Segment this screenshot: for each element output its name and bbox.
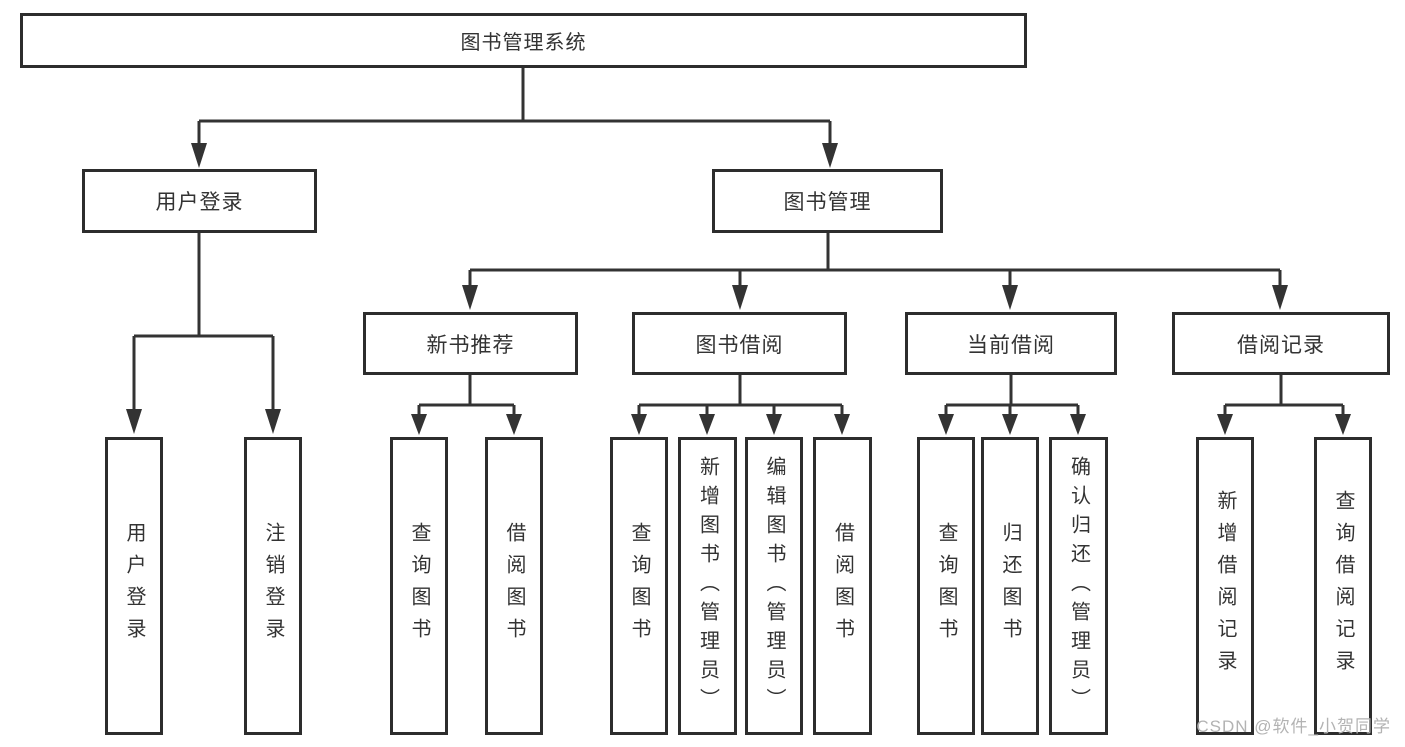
leaf-label: 借阅图书: [831, 522, 854, 650]
arrowheads: [126, 143, 1351, 435]
leaf-add-borrow-record: 新增借阅记录: [1196, 437, 1254, 735]
node-root: 图书管理系统: [20, 13, 1027, 68]
node-label: 图书借阅: [695, 333, 784, 357]
node-label: 借阅记录: [1237, 333, 1325, 357]
leaf-add-book-admin: 新增图书（管理员）: [678, 437, 737, 735]
leaf-label: 注销登录: [262, 522, 284, 650]
leaf-label: 查询图书: [408, 522, 430, 650]
node-label: 图书管理: [783, 191, 872, 214]
csdn-watermark: CSDN @软件_小贺同学: [1196, 717, 1391, 736]
leaf-borrow-books-2: 借阅图书: [813, 437, 872, 735]
leaf-label: 查询图书: [935, 522, 957, 650]
node-new-book-recommend: 新书推荐: [363, 312, 578, 375]
leaf-query-books-1: 查询图书: [390, 437, 448, 735]
node-book-borrow: 图书借阅: [632, 312, 847, 375]
leaf-logout: 注销登录: [244, 437, 302, 735]
leaf-borrow-books-1: 借阅图书: [485, 437, 543, 735]
leaf-confirm-return-admin: 确认归还（管理员）: [1049, 437, 1108, 735]
connector-path: [132, 68, 1345, 416]
leaf-edit-book-admin: 编辑图书（管理员）: [745, 437, 803, 735]
node-label: 当前借阅: [967, 333, 1055, 357]
leaf-user-login: 用户登录: [105, 437, 163, 735]
leaf-label: 归还图书: [999, 522, 1021, 650]
leaf-label: 编辑图书（管理员）: [763, 455, 785, 717]
leaf-return-book: 归还图书: [981, 437, 1039, 735]
node-borrow-records: 借阅记录: [1172, 312, 1390, 375]
node-book-mgmt-branch: 图书管理: [712, 169, 943, 233]
leaf-label: 用户登录: [123, 522, 145, 650]
leaf-label: 查询借阅记录: [1332, 490, 1354, 682]
node-root-label: 图书管理系统: [460, 32, 587, 54]
leaf-query-books-2: 查询图书: [610, 437, 668, 735]
node-user-login-branch: 用户登录: [82, 169, 317, 233]
node-label: 用户登录: [155, 191, 244, 214]
leaf-query-books-3: 查询图书: [917, 437, 975, 735]
node-current-borrow: 当前借阅: [905, 312, 1117, 375]
leaf-label: 新增借阅记录: [1214, 490, 1236, 682]
node-label: 新书推荐: [426, 333, 515, 357]
leaf-query-borrow-record: 查询借阅记录: [1314, 437, 1372, 735]
leaf-label: 借阅图书: [503, 522, 525, 650]
leaf-label: 查询图书: [628, 522, 650, 650]
leaf-label: 确认归还（管理员）: [1067, 455, 1090, 717]
leaf-label: 新增图书（管理员）: [696, 455, 719, 717]
